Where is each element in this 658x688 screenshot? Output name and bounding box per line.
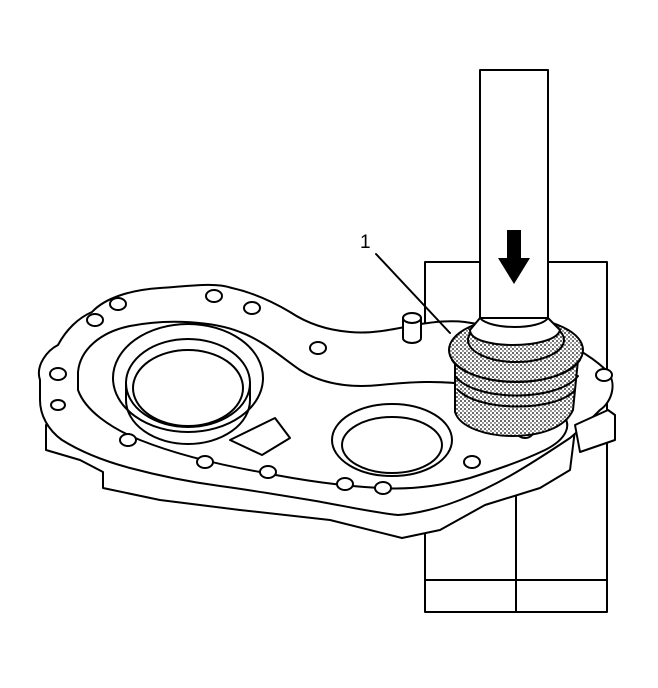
small-bore bbox=[331, 403, 453, 477]
callout-label-1: 1 bbox=[360, 232, 371, 253]
bolt-holes bbox=[49, 289, 613, 495]
arrow-down-icon bbox=[498, 230, 530, 284]
callout-1: 1 bbox=[360, 232, 451, 334]
housing-plate bbox=[37, 283, 616, 539]
large-bore bbox=[112, 323, 264, 445]
installer-tool bbox=[469, 69, 561, 346]
